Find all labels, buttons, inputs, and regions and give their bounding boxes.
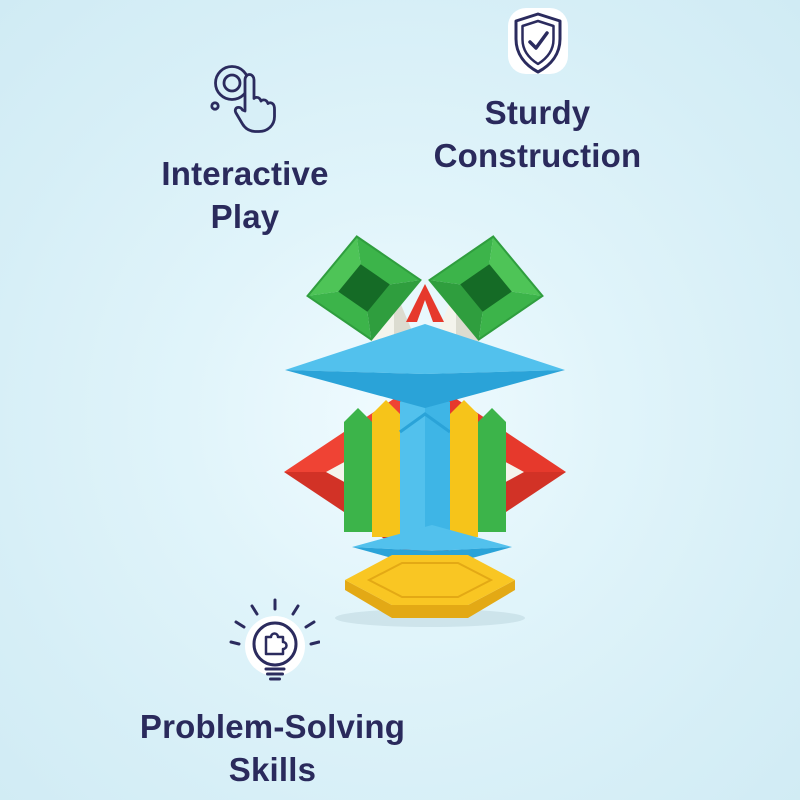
tap-inner-ring	[222, 73, 242, 93]
shield-check-icon	[507, 8, 568, 74]
feature-label-line: Skills	[228, 751, 317, 788]
lightbulb-puzzle-icon	[229, 598, 320, 681]
bulb-ray	[309, 640, 320, 646]
vertical-bars	[344, 384, 506, 540]
blue-top-piece	[285, 324, 565, 408]
green-bar-right	[478, 408, 506, 532]
stacking-pyramid-toy-image	[284, 235, 566, 627]
red-chevron-piece	[406, 284, 444, 322]
feature-label-problem-solving: Problem-Solving Skills	[85, 705, 460, 791]
feature-label-sturdy-construction: Sturdy Construction	[385, 91, 690, 177]
tap-dot	[210, 101, 220, 111]
shield-inner-outline	[520, 19, 555, 66]
feature-label-line: Play	[210, 198, 280, 235]
feature-interactive-play: Interactive Play	[115, 58, 375, 238]
bulb-ray	[291, 604, 300, 616]
tap-outer-ring	[214, 65, 250, 101]
feature-label-line: Sturdy	[484, 94, 591, 131]
feature-sturdy-construction: Sturdy Construction	[385, 6, 690, 177]
feature-label-line: Interactive	[161, 155, 329, 192]
yellow-hexagon-base	[345, 555, 515, 618]
feature-label-line: Problem-Solving	[139, 708, 406, 745]
green-pyramid-left	[306, 235, 422, 341]
blue-column-ridge	[399, 412, 451, 434]
check-mark	[527, 31, 549, 50]
feature-problem-solving-skills: Problem-Solving Skills	[85, 596, 460, 791]
green-pyramid-right	[428, 235, 544, 341]
feature-label-line: Construction	[433, 137, 642, 174]
bulb-ray	[250, 604, 259, 616]
feature-label-interactive-play: Interactive Play	[115, 152, 375, 238]
tap-gesture-icon	[210, 65, 276, 133]
yellow-bar-right	[450, 400, 478, 537]
tap-hand	[233, 73, 276, 133]
yellow-bar-left	[372, 400, 400, 537]
bulb-ray	[229, 640, 241, 646]
puzzle-piece	[264, 632, 288, 656]
bulb-ray	[304, 620, 316, 629]
blue-column-highlight	[400, 384, 425, 540]
green-bar-left	[344, 408, 372, 532]
bulb-ray	[234, 620, 246, 629]
